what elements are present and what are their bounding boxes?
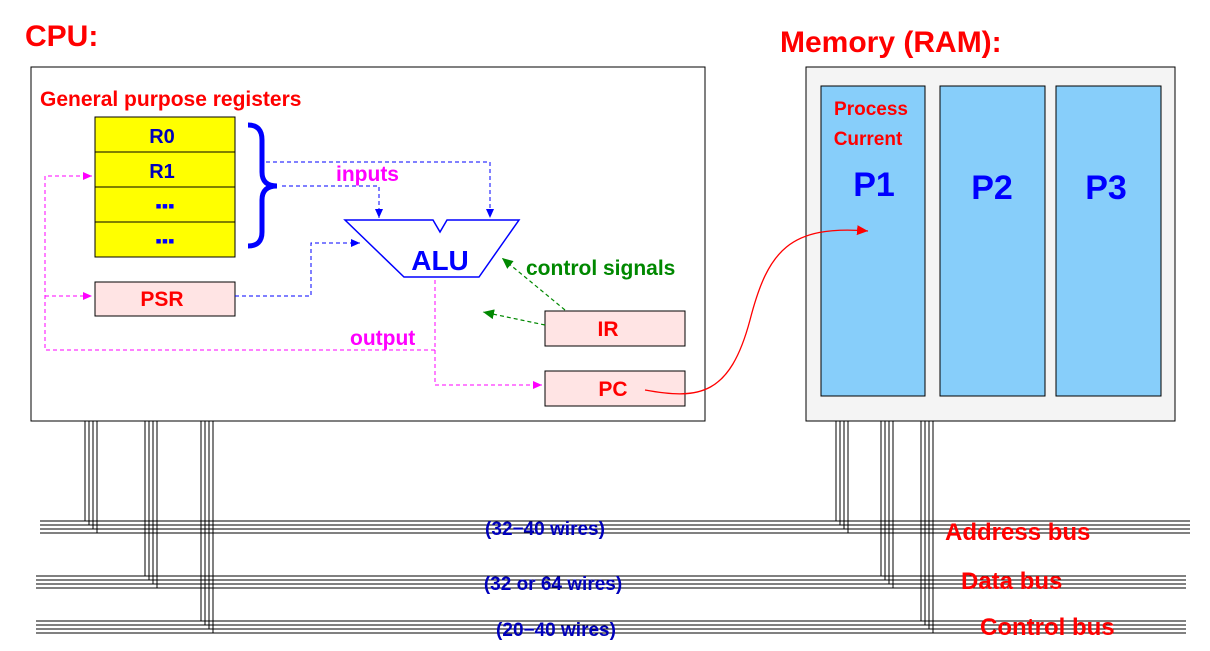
ir-register (544, 310, 686, 347)
register-dots-2-label: ▪▪▪ (155, 231, 174, 251)
data-bus-label: Data bus (961, 568, 1062, 595)
control-signals-label: control signals (526, 257, 675, 280)
psr-to-alu-wire (235, 239, 360, 297)
output-to-registers-wire (44, 172, 435, 351)
process-p2-label: P2 (971, 169, 1013, 207)
cpu-title: CPU: (25, 20, 98, 53)
alu-to-pc-wire (434, 280, 542, 389)
address-bus-wires: (32−40 wires) (485, 519, 605, 540)
psr-register (94, 281, 236, 317)
psr-label: PSR (140, 288, 183, 311)
register-dots-1 (94, 186, 236, 223)
address-bus-lines (40, 520, 1190, 534)
control-bus-wires: (20−40 wires) (496, 620, 616, 641)
output-label: output (350, 327, 415, 350)
pc-register (544, 370, 686, 407)
data-bus-lines (36, 575, 1186, 589)
address-bus-label: Address bus (945, 519, 1090, 546)
register-r0-label: R0 (149, 126, 175, 148)
register-dots-1-label: ▪▪▪ (155, 196, 174, 216)
process-p1-label: P1 (853, 166, 895, 204)
process-p1 (820, 85, 926, 397)
process-p3 (1055, 85, 1162, 397)
register-dots-2 (94, 221, 236, 258)
inputs-label: inputs (336, 163, 399, 186)
register-r1 (94, 151, 236, 188)
control-bus-lines (36, 620, 1186, 634)
process-p3-label: P3 (1085, 169, 1127, 207)
register-stack: R0 R1 ▪▪▪ ▪▪▪ (94, 116, 236, 258)
alu-shape (343, 219, 521, 278)
current-process-label-1: Process (834, 99, 908, 120)
current-process-label-2: Current (834, 129, 903, 150)
pc-label: PC (598, 378, 627, 401)
input-wire-right (266, 161, 494, 218)
register-r1-label: R1 (149, 161, 175, 183)
gpr-label: General purpose registers (40, 88, 301, 111)
register-r0 (94, 116, 236, 153)
cpu-bus-connectors (84, 421, 214, 633)
data-bus-wires: (32 or 64 wires) (484, 574, 622, 595)
process-p2 (939, 85, 1046, 397)
alu-label: ALU (411, 245, 469, 276)
memory-bus-connectors (835, 421, 934, 633)
memory-title: Memory (RAM): (780, 26, 1002, 59)
pc-to-memory-pointer (644, 225, 869, 395)
control-signal-wire-2 (482, 309, 546, 326)
register-brace (247, 122, 278, 249)
ir-label: IR (598, 318, 619, 341)
control-bus-label: Control bus (980, 614, 1115, 641)
